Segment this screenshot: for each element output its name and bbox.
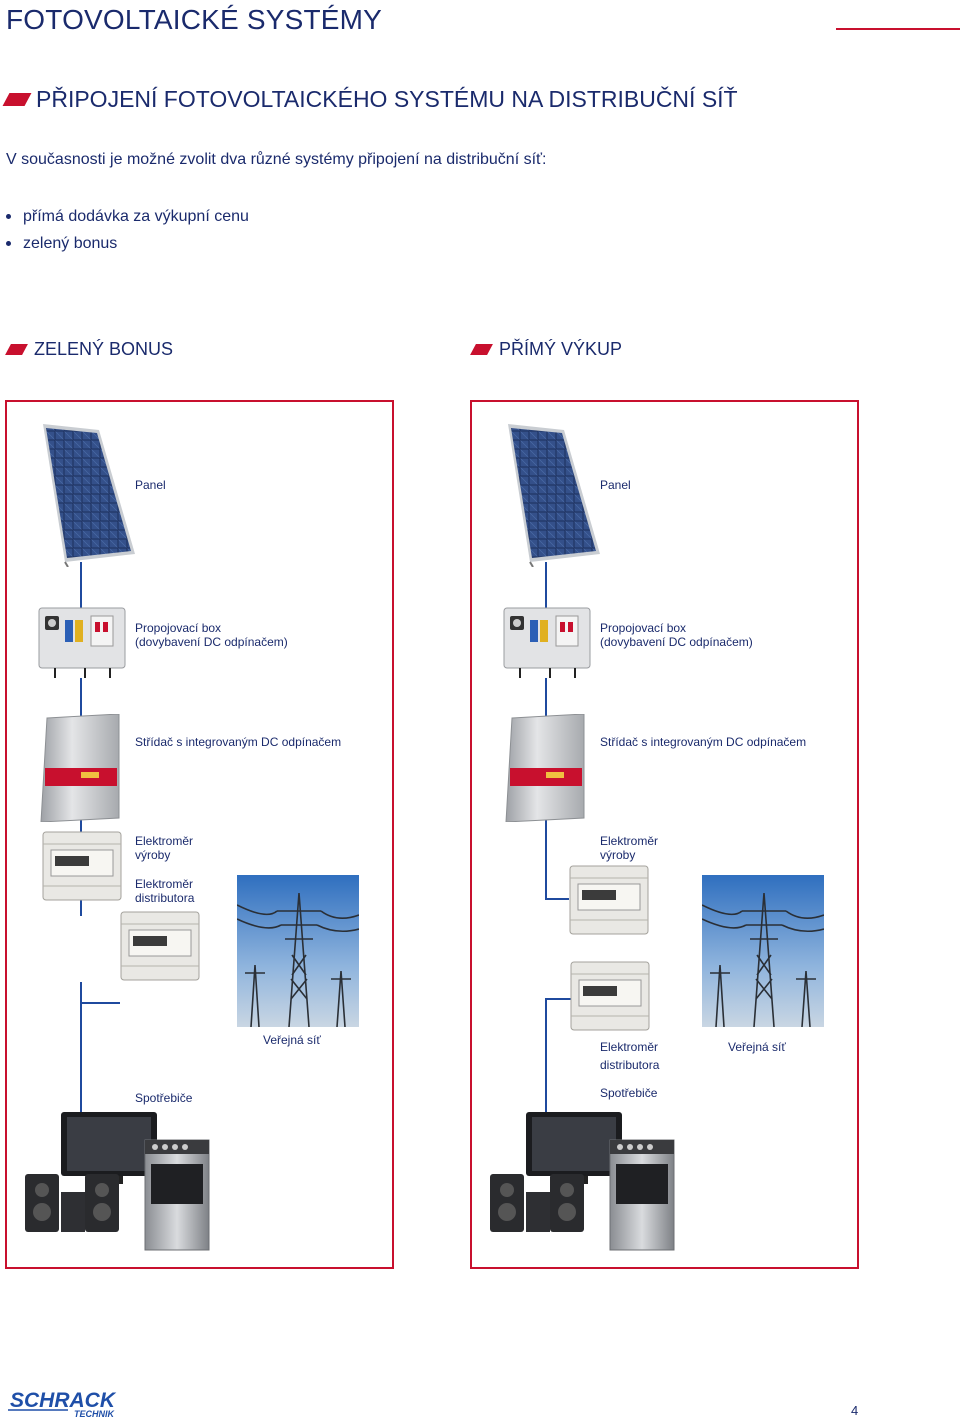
grid-label: Veřejná síť — [263, 1033, 321, 1047]
appliances-label: Spotřebiče — [135, 1091, 192, 1105]
panel-label: Panel — [135, 478, 166, 492]
appliances-label: Spotřebiče — [600, 1086, 657, 1100]
direct-purchase-diagram: Panel Propojovací box (dovybavení DC odp… — [470, 400, 859, 1269]
green-bonus-diagram: Panel Propojovací box (dovybavení DC odp… — [5, 400, 394, 1269]
right-column-heading-text: PŘÍMÝ VÝKUP — [499, 339, 622, 360]
intro-paragraph: V současnosti je možné zvolit dva různé … — [6, 151, 546, 169]
inverter-label: Střídač s integrovaným DC odpínačem — [135, 735, 341, 749]
power-grid-image — [237, 875, 359, 1027]
solar-panel-image — [502, 422, 602, 567]
production-meter-label-line1: Elektroměr — [600, 834, 658, 848]
page-title: FOTOVOLTAICKÉ SYSTÉMY — [6, 4, 382, 36]
distributor-meter-image — [569, 960, 651, 1032]
page-number: 4 — [851, 1403, 858, 1418]
left-column-heading-text: ZELENÝ BONUS — [34, 339, 173, 360]
bullet-item: přímá dodávka za výkupní cenu — [6, 203, 249, 230]
appliances-image — [488, 1108, 678, 1254]
inverter-image — [504, 714, 590, 822]
bullet-item: zelený bonus — [6, 230, 249, 257]
inverter-image — [39, 714, 125, 822]
red-marker-icon — [3, 93, 32, 106]
grid-label: Veřejná síť — [728, 1040, 786, 1054]
solar-panel-image — [37, 422, 137, 567]
production-meter-label-line1: Elektroměr — [135, 834, 193, 848]
distributor-meter-label-line1: Elektroměr — [600, 1040, 658, 1054]
red-marker-icon — [5, 344, 28, 355]
production-meter-image — [568, 864, 650, 936]
red-marker-icon — [470, 344, 493, 355]
appliances-image — [23, 1108, 213, 1254]
junction-box-label-line1: Propojovací box — [135, 621, 221, 635]
title-rule — [836, 28, 960, 30]
bullet-list: přímá dodávka za výkupní cenu zelený bon… — [6, 203, 249, 257]
junction-box-image — [500, 602, 595, 678]
distributor-meter-label-line1: Elektroměr — [135, 877, 193, 891]
production-meter-label-line2: výroby — [600, 848, 635, 862]
distributor-meter-image — [119, 910, 201, 982]
distributor-meter-label-line2: distributora — [600, 1058, 659, 1072]
right-column-heading: PŘÍMÝ VÝKUP — [473, 339, 622, 360]
production-meter-label-line2: výroby — [135, 848, 170, 862]
svg-text:TECHNIK: TECHNIK — [74, 1409, 115, 1418]
left-column-heading: ZELENÝ BONUS — [8, 339, 173, 360]
schrack-logo: SCHRACK TECHNIK — [8, 1388, 138, 1418]
inverter-label: Střídač s integrovaným DC odpínačem — [600, 735, 806, 749]
section-heading-text: PŘIPOJENÍ FOTOVOLTAICKÉHO SYSTÉMU NA DIS… — [36, 86, 738, 113]
power-grid-image — [702, 875, 824, 1027]
production-meter-image — [41, 830, 123, 902]
junction-box-label-line1: Propojovací box — [600, 621, 686, 635]
junction-box-image — [35, 602, 130, 678]
panel-label: Panel — [600, 478, 631, 492]
distributor-meter-label-line2: distributora — [135, 891, 194, 905]
junction-box-label-line2: (dovybavení DC odpínačem) — [135, 635, 288, 649]
junction-box-label-line2: (dovybavení DC odpínačem) — [600, 635, 753, 649]
section-heading: PŘIPOJENÍ FOTOVOLTAICKÉHO SYSTÉMU NA DIS… — [6, 86, 738, 113]
